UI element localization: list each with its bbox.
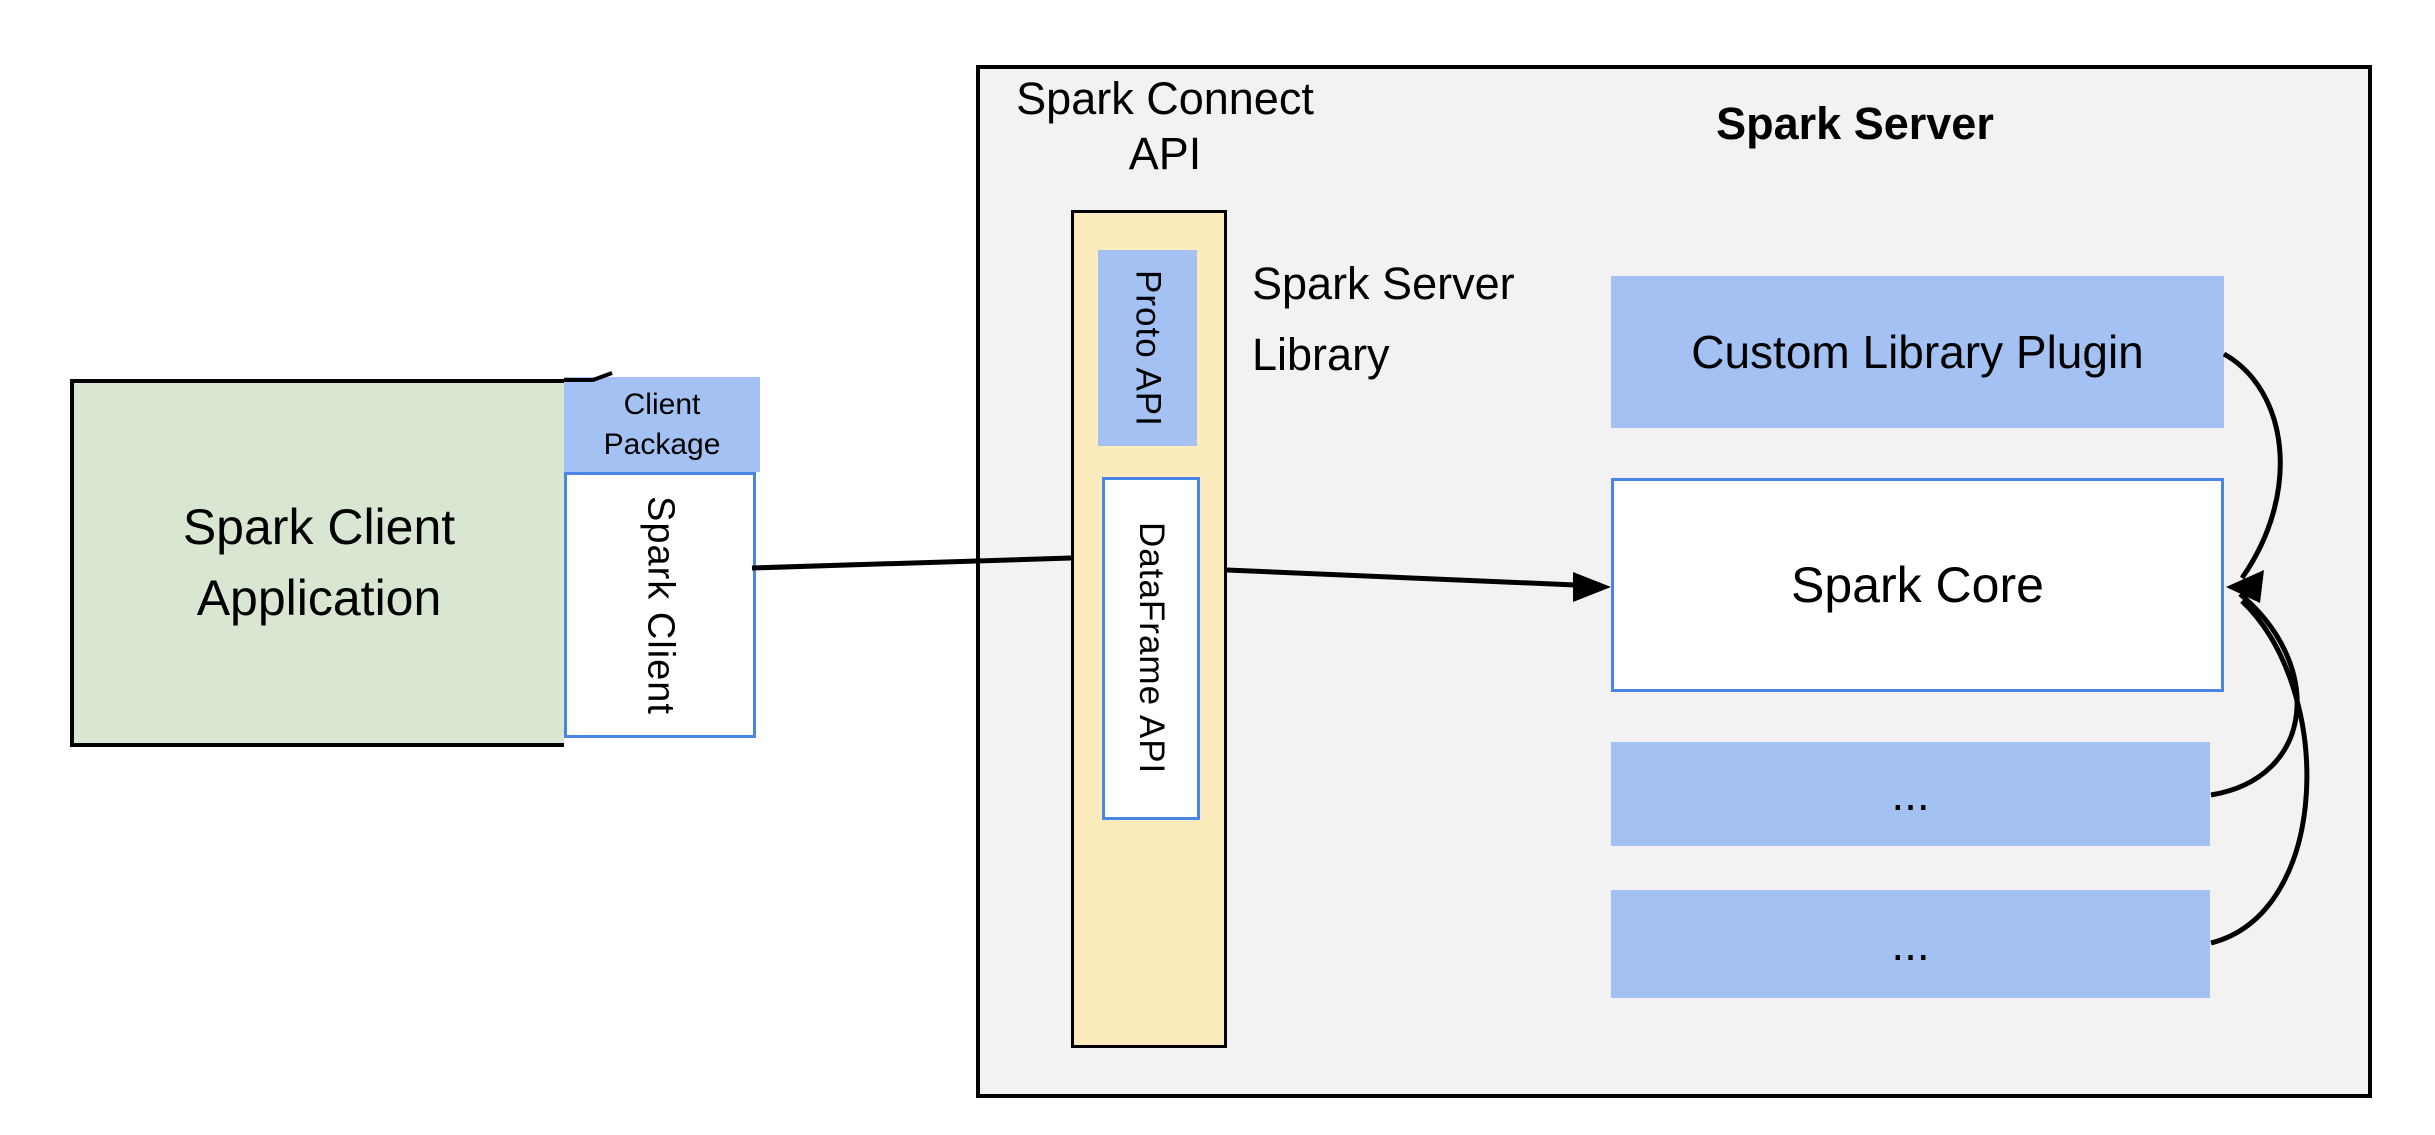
dataframe-api-label: DataFrame API	[1132, 522, 1171, 775]
plugin-placeholder-box-2: ...	[1611, 890, 2210, 998]
plugin-placeholder-box-1: ...	[1611, 742, 2210, 846]
spark-client-application-box: Spark Client Application	[70, 379, 564, 747]
spark-core-label: Spark Core	[1791, 557, 2044, 613]
spark-client-label: Spark Client	[639, 495, 682, 715]
spark-connect-api-title: Spark Connect API	[1016, 73, 1314, 179]
client-package-label: Client Package	[603, 387, 721, 461]
proto-api-label: Proto API	[1128, 269, 1168, 427]
custom-library-plugin-label: Custom Library Plugin	[1691, 326, 2144, 378]
proto-api-box: Proto API	[1098, 250, 1197, 446]
spark-server-title: Spark Server	[1716, 98, 1994, 149]
spark-client-box: Spark Client	[564, 472, 756, 738]
custom-library-plugin-box: Custom Library Plugin	[1611, 276, 2224, 428]
spark-server-library-label: Spark Server Library	[1252, 258, 1515, 381]
spark-client-application-label: Spark Client Application	[182, 499, 456, 626]
dataframe-api-box: DataFrame API	[1102, 477, 1200, 820]
plugin-placeholder-label-2: ...	[1891, 918, 1930, 970]
spark-core-box: Spark Core	[1611, 478, 2224, 692]
client-package-box: Client Package	[564, 377, 760, 472]
plugin-placeholder-label-1: ...	[1891, 768, 1930, 820]
